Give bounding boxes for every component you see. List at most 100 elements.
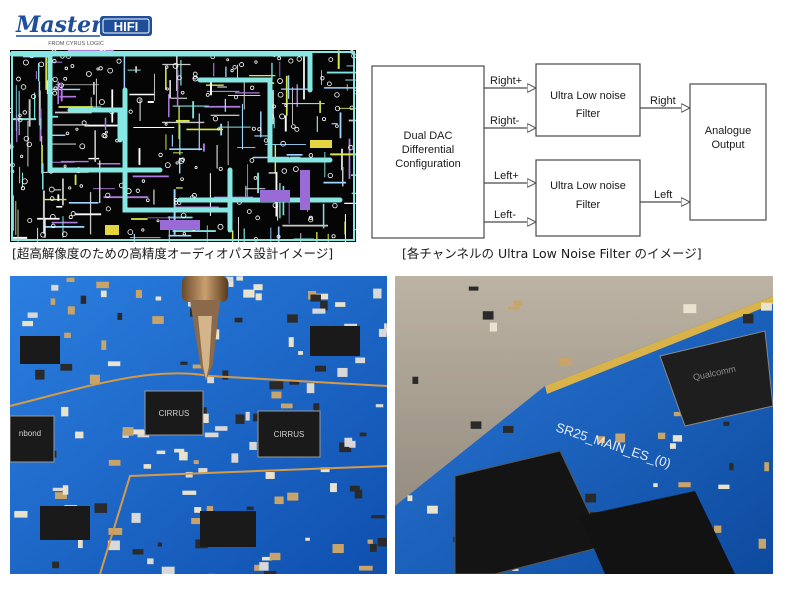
smd-component — [354, 489, 363, 499]
pcb-via — [279, 113, 285, 120]
pcb-via — [38, 61, 45, 68]
analogue-output-block — [689, 83, 767, 221]
pcb-via — [164, 162, 171, 169]
pcb-main-traces — [10, 51, 343, 233]
pcb-layout-image — [10, 50, 356, 242]
pcb-via — [107, 67, 113, 74]
smd-component — [330, 483, 337, 493]
filter-block-right — [535, 63, 641, 137]
smd-component — [714, 525, 722, 533]
smd-component — [412, 376, 419, 384]
signal-left-minus-label: Left- — [494, 209, 516, 221]
smd-component — [246, 506, 254, 511]
pcb-components — [160, 170, 310, 230]
smd-component — [50, 298, 56, 305]
smd-component — [194, 507, 202, 513]
logo-tagline: FROM CYRUS LOGIC — [48, 41, 104, 47]
smd-component — [673, 411, 685, 417]
smd-component — [269, 552, 281, 561]
smd-component — [89, 374, 100, 384]
pcb-layout-graphic — [10, 50, 356, 242]
pcb-via — [182, 232, 186, 236]
pcb-via — [277, 56, 281, 61]
smd-component — [179, 451, 188, 461]
smd-component — [287, 314, 298, 323]
pcb-via — [86, 71, 92, 77]
pcb-via — [135, 188, 140, 193]
pcb-via — [328, 57, 334, 62]
smd-component — [315, 293, 329, 300]
smd-component — [143, 464, 152, 469]
pcb-via — [16, 76, 21, 82]
pcb-via — [277, 78, 283, 84]
pcb-via — [61, 231, 68, 237]
smd-component — [314, 365, 327, 372]
pcb-via — [79, 143, 86, 150]
smd-component — [185, 471, 193, 478]
smd-component — [222, 370, 229, 380]
smd-component — [489, 322, 498, 332]
smd-component — [191, 518, 203, 525]
pcb-frame — [11, 51, 355, 241]
smd-component — [672, 435, 683, 442]
smd-component — [289, 381, 300, 385]
chip-label-3: nbond — [19, 429, 41, 438]
pcb-via — [239, 62, 245, 68]
dac-label-line2: Differential — [402, 144, 454, 156]
pcb-via — [218, 166, 223, 171]
smd-component — [359, 432, 367, 437]
smd-component — [718, 484, 730, 490]
smd-component — [243, 289, 255, 298]
pcb-yellow-pads — [105, 140, 332, 235]
smd-component — [215, 426, 228, 431]
smd-component — [161, 566, 175, 574]
smd-component — [585, 493, 597, 503]
smd-component — [373, 288, 382, 299]
smd-component — [101, 340, 107, 350]
smd-component — [131, 512, 141, 523]
pcb-via — [26, 141, 32, 148]
smd-component — [378, 328, 387, 337]
smd-component — [320, 467, 330, 473]
smd-component — [729, 462, 734, 471]
smd-component — [182, 490, 197, 495]
smd-component — [61, 406, 69, 417]
pcb-via — [65, 131, 70, 136]
pcb-via — [31, 94, 36, 99]
smd-component — [122, 427, 134, 436]
smd-component — [377, 538, 387, 547]
smd-component — [100, 290, 107, 298]
pcb-via — [180, 177, 184, 181]
filter-left-label-line1: Ultra Low noise — [550, 180, 626, 192]
smd-component — [180, 361, 188, 365]
smd-component — [355, 357, 366, 364]
pcb-via — [23, 135, 30, 142]
smd-component — [367, 539, 373, 544]
smd-component — [254, 564, 260, 571]
smd-component — [657, 432, 666, 440]
smd-component — [22, 320, 34, 327]
chip-label-2: CIRRUS — [274, 430, 305, 439]
smd-component — [156, 450, 166, 455]
smd-component — [265, 472, 275, 479]
smd-component — [513, 300, 523, 306]
caption-audio-path-design: [超高解像度のための高精度オーディオパス設計イメージ] — [12, 246, 334, 261]
smd-component — [207, 375, 215, 384]
pcb-via — [272, 202, 279, 209]
pcb-via — [141, 228, 145, 232]
pcb-via — [127, 229, 134, 235]
smd-component — [761, 302, 772, 311]
smd-component — [335, 302, 346, 307]
smd-component — [723, 421, 730, 426]
smd-component — [313, 403, 320, 411]
smd-component — [653, 483, 658, 488]
pcb-via — [217, 223, 224, 230]
smd-component — [502, 425, 514, 433]
smd-component — [200, 407, 207, 417]
smd-component — [235, 414, 245, 424]
smd-component — [249, 441, 257, 450]
pcb-via — [156, 219, 160, 223]
pcb-via — [20, 186, 25, 191]
pcb-via — [334, 92, 340, 98]
qualcomm-chip: Qualcomm — [659, 330, 773, 427]
